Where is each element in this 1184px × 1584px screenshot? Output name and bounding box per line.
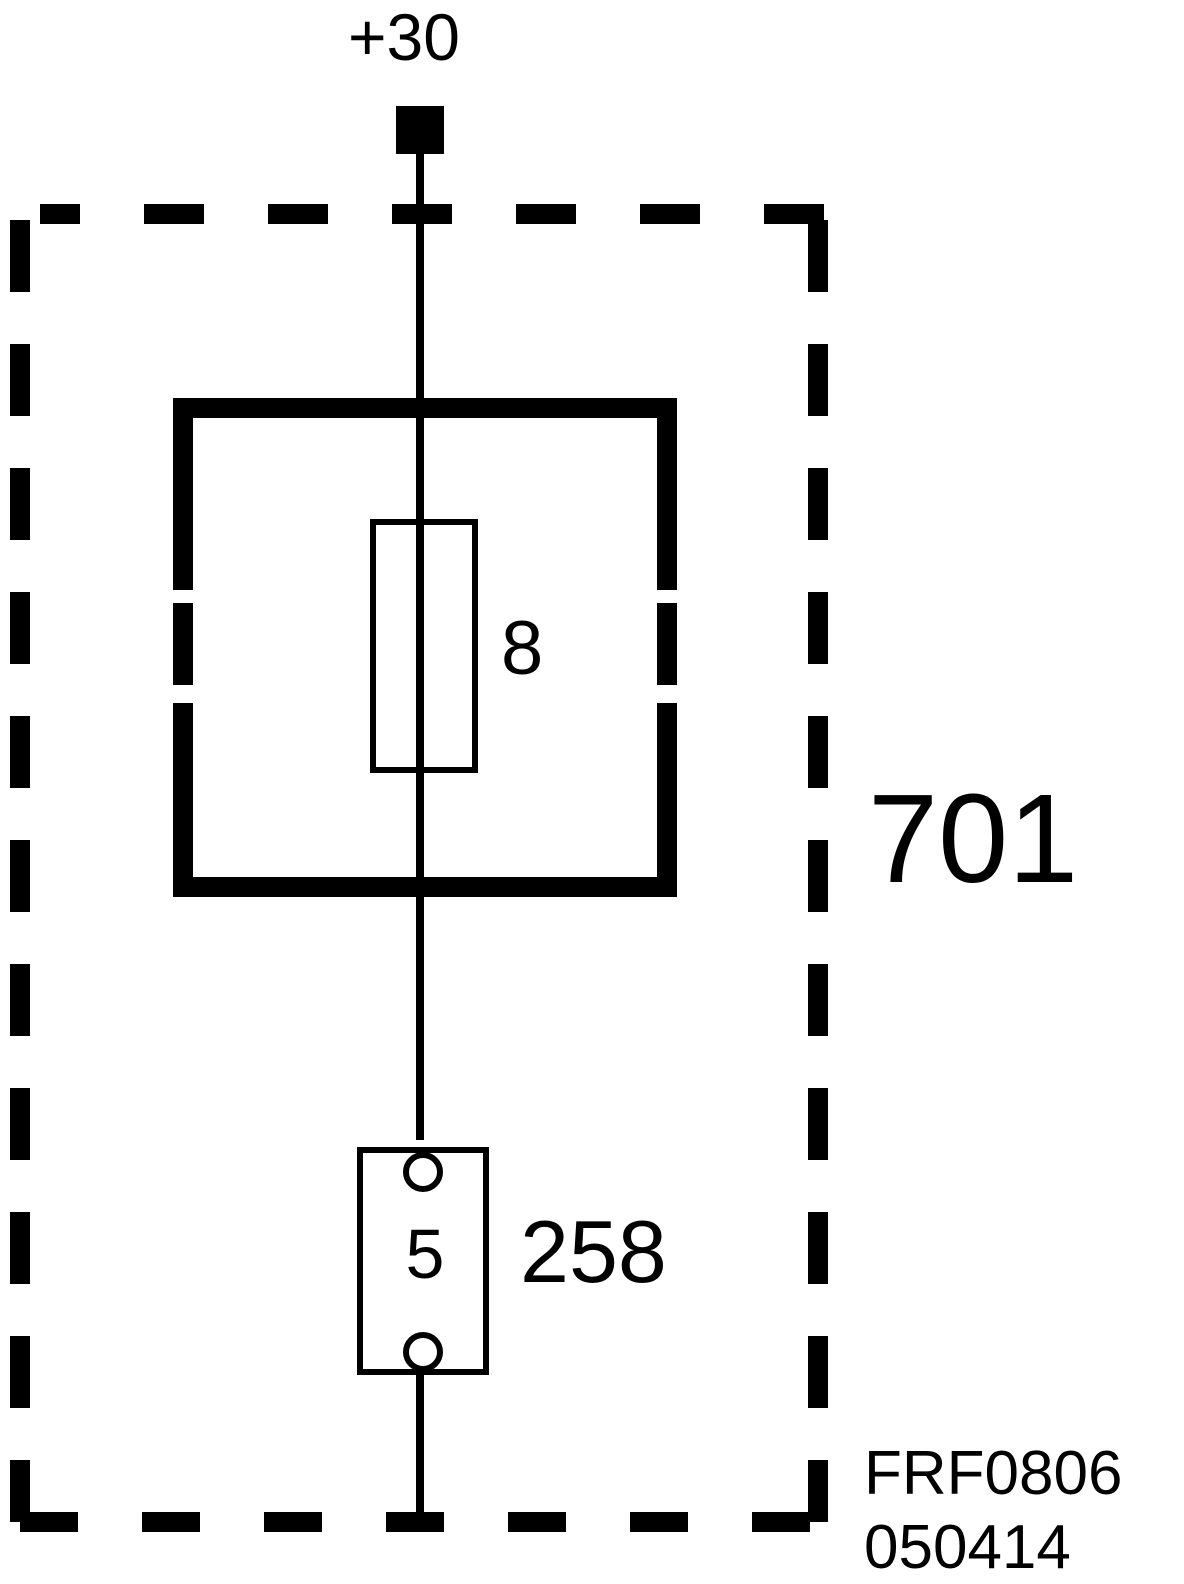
supply-label: +30 [348, 0, 460, 74]
connector-pin-top [403, 1152, 443, 1192]
doc-date: 050414 [864, 1513, 1071, 1582]
fuse-box-label: 701 [868, 768, 1078, 909]
supply-terminal [396, 106, 444, 154]
fuse-element [370, 519, 478, 773]
connector-label: 258 [520, 1202, 667, 1301]
fuse-box-boundary [10, 204, 828, 1532]
fuse-label: 8 [501, 606, 543, 691]
connector-pin-bottom [403, 1332, 443, 1372]
connector-pin-label: 5 [406, 1215, 445, 1293]
doc-code: FRF0806 [864, 1439, 1122, 1508]
fuse-holder-frame [173, 398, 677, 897]
